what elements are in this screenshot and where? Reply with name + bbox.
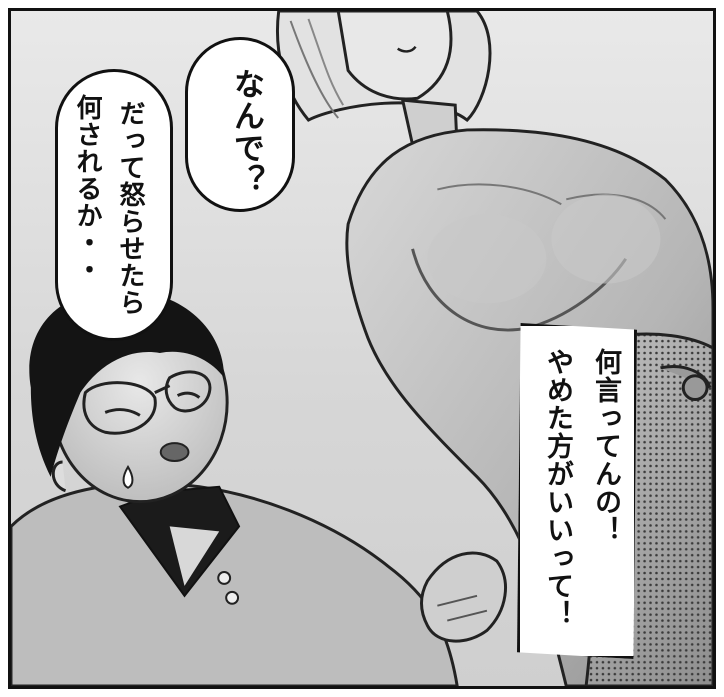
speech-bubble-1: なんで？ — [185, 37, 295, 212]
bubble-2-line-2: 何されるか・・ — [72, 94, 102, 283]
bubble-3-line-1: 何言ってんの！ — [590, 348, 621, 544]
speech-bubble-2: だって怒らせたら 何されるか・・ — [55, 69, 173, 341]
bubble-1-text: なんで？ — [228, 68, 264, 196]
manga-panel: なんで？ だって怒らせたら 何されるか・・ 何言ってんの！ やめた方がいいって！ — [8, 8, 716, 689]
speech-box-3: 何言ってんの！ やめた方がいいって！ — [517, 323, 637, 659]
bubble-3-line-2: やめた方がいいって！ — [542, 348, 573, 628]
bubble-2-line-1: だって怒らせたら — [115, 100, 145, 316]
